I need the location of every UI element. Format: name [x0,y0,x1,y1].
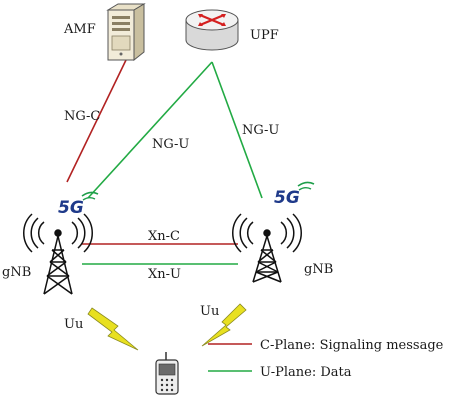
amf-label: AMF [63,22,96,37]
ng-u-left-label: NG-U [152,137,189,152]
xn-c-label: Xn-C [148,229,180,244]
xn-u-label: Xn-U [148,267,181,282]
ng-u-right-line [211,61,263,199]
uu-right-label: Uu [200,304,219,319]
5g-badge-left: 5G [58,191,99,218]
ng-u-left-line [87,61,213,199]
legend-c-plane-label: C-Plane: Signaling message [260,338,444,353]
legend: C-Plane: Signaling message U-Plane: Data [208,338,444,380]
ng-c-label: NG-C [64,109,100,124]
phone-icon [155,352,179,395]
5g-badge-right-text: 5G [274,188,300,208]
ng-c-line [66,59,127,183]
cell-tower-icon-right [232,213,302,283]
gnb-left-label: gNB [2,265,31,280]
uu-left-label: Uu [64,317,83,332]
server-icon [106,3,146,62]
5g-badge-left-text: 5G [58,198,84,218]
lightning-icon-left [87,307,139,351]
legend-u-plane-label: U-Plane: Data [260,365,352,380]
upf-label: UPF [250,28,279,43]
5g-badge-right: 5G [274,181,315,208]
router-icon [185,9,239,51]
gnb-right-label: gNB [304,262,333,277]
lightning-icon-right [201,303,247,347]
cell-tower-icon-left [23,213,93,295]
ng-u-right-label: NG-U [242,123,279,138]
